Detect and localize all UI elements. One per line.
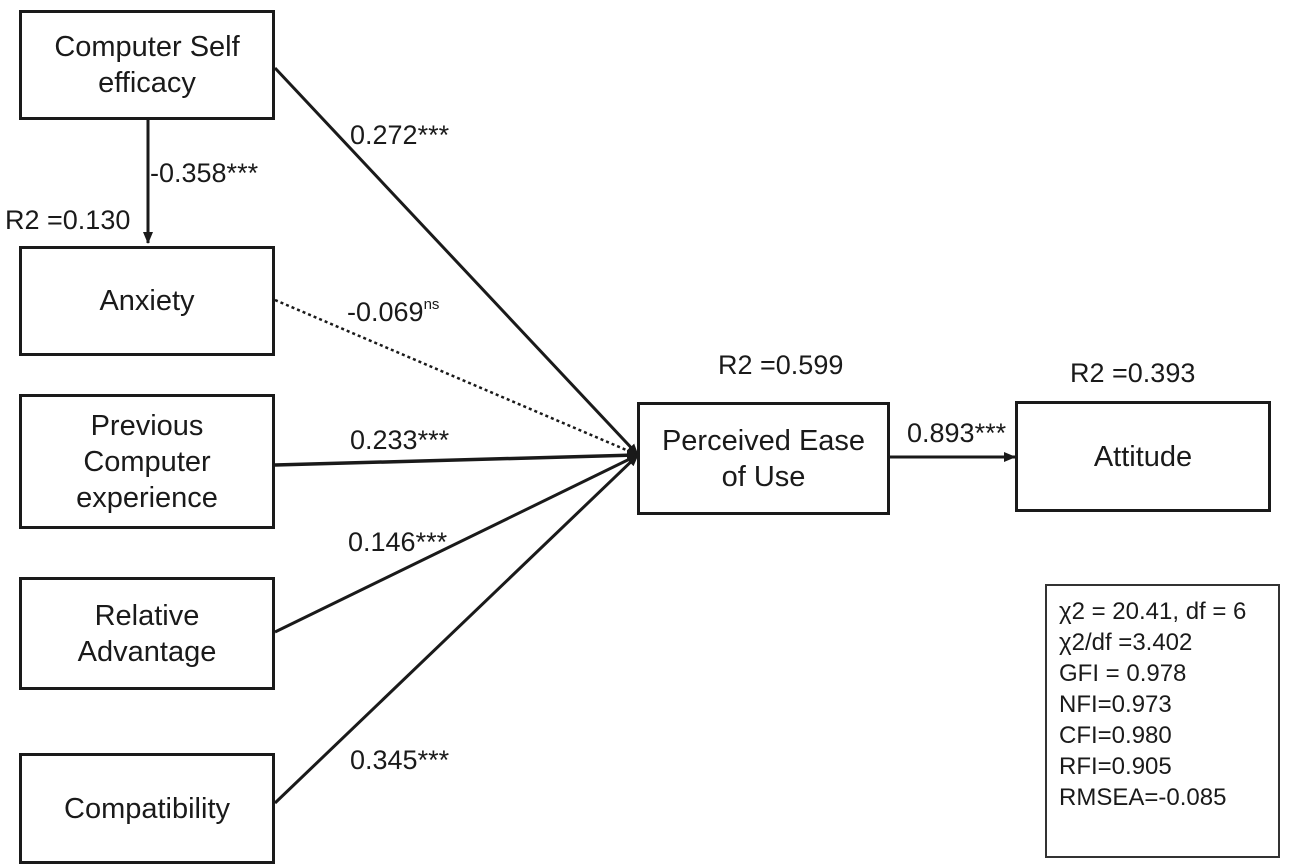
arrow-anxiety-to-peou xyxy=(274,298,639,457)
node-label: Compatibility xyxy=(64,792,230,825)
node-label: Attitude xyxy=(1093,440,1193,473)
arrow-relative-advantage-to-peou xyxy=(274,453,639,634)
coef-self-efficacy-to-anxiety: -0.358*** xyxy=(150,158,259,188)
fit-index-line: RFI=0.905 xyxy=(1059,753,1172,780)
coef-self-efficacy-to-peou: 0.272*** xyxy=(350,120,450,150)
node-attitude: Attitude xyxy=(1015,401,1271,512)
fit-index-line: RMSEA=-0.085 xyxy=(1059,784,1227,811)
coef-peou-to-attitude: 0.893*** xyxy=(907,418,1007,448)
coef-value: -0.069 xyxy=(347,297,424,327)
node-label: Previous Computer experience xyxy=(76,409,218,514)
node-perceived-ease-of-use: Perceived Ease of Use xyxy=(637,402,890,515)
fit-index-line: CFI=0.980 xyxy=(1059,722,1172,749)
arrow-compatibility-to-peou xyxy=(273,453,640,805)
arrow-self-efficacy-to-peou xyxy=(273,66,640,457)
coef-previous-experience-to-peou: 0.233*** xyxy=(350,425,450,455)
fit-index-line: χ2/df =3.402 xyxy=(1059,629,1193,656)
fit-index-line: GFI = 0.978 xyxy=(1059,660,1187,687)
arrow-previous-experience-to-peou xyxy=(274,450,639,467)
coef-anxiety-to-peou: -0.069ns xyxy=(347,296,439,328)
node-computer-self-efficacy: Computer Self efficacy xyxy=(19,10,275,120)
node-relative-advantage: Relative Advantage xyxy=(19,577,275,690)
node-label: Perceived Ease of Use xyxy=(661,424,866,493)
node-label: Computer Self efficacy xyxy=(54,31,240,99)
significance-marker: ns xyxy=(423,296,440,313)
coef-relative-advantage-to-peou: 0.146*** xyxy=(348,527,448,557)
model-fit-indices-box: χ2 = 20.41, df = 6 χ2/df =3.402 GFI = 0.… xyxy=(1045,584,1280,858)
fit-index-line: χ2 = 20.41, df = 6 xyxy=(1059,598,1247,625)
coef-compatibility-to-peou: 0.345*** xyxy=(350,745,450,775)
node-previous-computer-experience: Previous Computer experience xyxy=(19,394,275,529)
node-label: Anxiety xyxy=(99,285,195,317)
node-anxiety: Anxiety xyxy=(19,246,275,356)
r2-attitude: R2 =0.393 xyxy=(1070,358,1196,388)
r2-perceived-ease-of-use: R2 =0.599 xyxy=(718,350,844,380)
node-compatibility: Compatibility xyxy=(19,753,275,864)
r2-anxiety: R2 =0.130 xyxy=(5,205,131,235)
node-label: Relative Advantage xyxy=(77,599,217,668)
fit-index-line: NFI=0.973 xyxy=(1059,691,1172,718)
